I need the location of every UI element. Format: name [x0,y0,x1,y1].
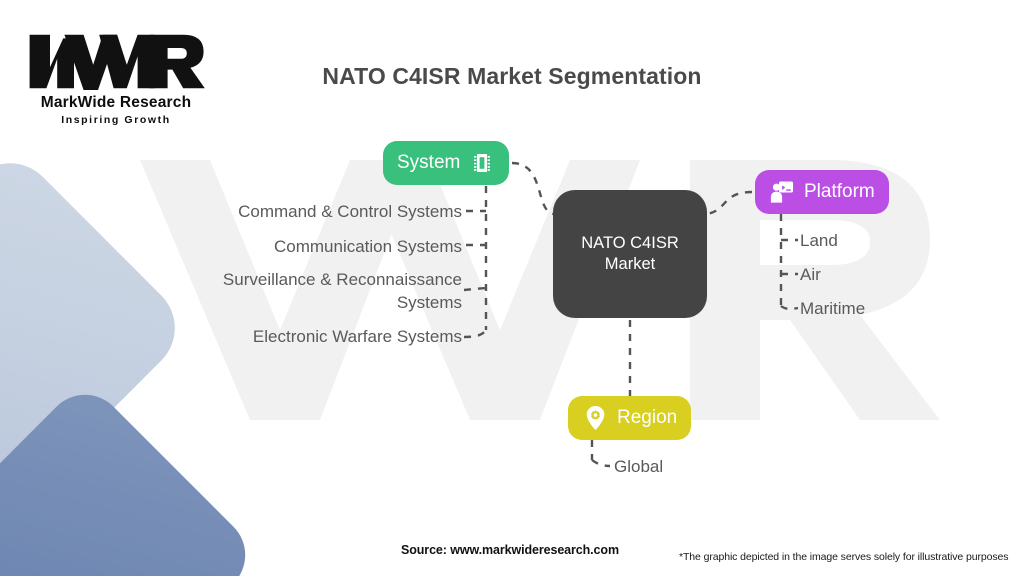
connector-platform-leaf-3 [780,305,799,311]
leaf-system-4: Electronic Warfare Systems [252,327,462,346]
leaf-region-1: Global [614,457,664,476]
footer-disclaimer: *The graphic depicted in the image serve… [679,551,1009,563]
badge-region-label: Region [617,407,678,428]
center-node[interactable]: NATO C4ISR Market [553,190,707,318]
connector-region-leaf-1 [591,459,611,468]
connector-system-to-center [511,161,554,216]
leaf-platform-3: Maritime [800,299,866,318]
leaf-platform-2: Air [800,265,821,284]
badge-system[interactable]: System [383,141,510,185]
badge-platform[interactable]: Platform [755,170,889,214]
badge-region[interactable]: Region [568,396,692,440]
center-node-line-2: Market [604,255,656,273]
mwr-logo-icon [29,34,205,90]
brand-logo: MarkWide Research Inspiring Growth [26,30,206,126]
location-gear-icon [582,405,608,431]
microchip-icon [469,150,495,176]
center-node-line-1: NATO C4ISR [581,234,679,252]
brand-name: MarkWide Research [40,94,192,111]
connector-system-leaf-3 [463,286,487,292]
user-screen-icon [769,179,795,205]
badge-system-label: System [397,152,461,173]
leaf-system-1: Command & Control Systems [238,202,462,221]
leaf-system-2: Communication Systems [273,237,462,256]
footer-source: Source: www.markwideresearch.com [401,543,619,557]
badge-platform-label: Platform [804,181,875,202]
leaf-system-3: Surveillance & Reconnaissance Systems [222,270,462,312]
leaf-platform-1: Land [800,231,838,250]
connector-system-leaf-4 [463,329,487,339]
brand-tagline: Inspiring Growth [61,114,171,126]
page-title: NATO C4ISR Market Segmentation [322,63,702,89]
connector-platform-to-center [706,190,753,216]
